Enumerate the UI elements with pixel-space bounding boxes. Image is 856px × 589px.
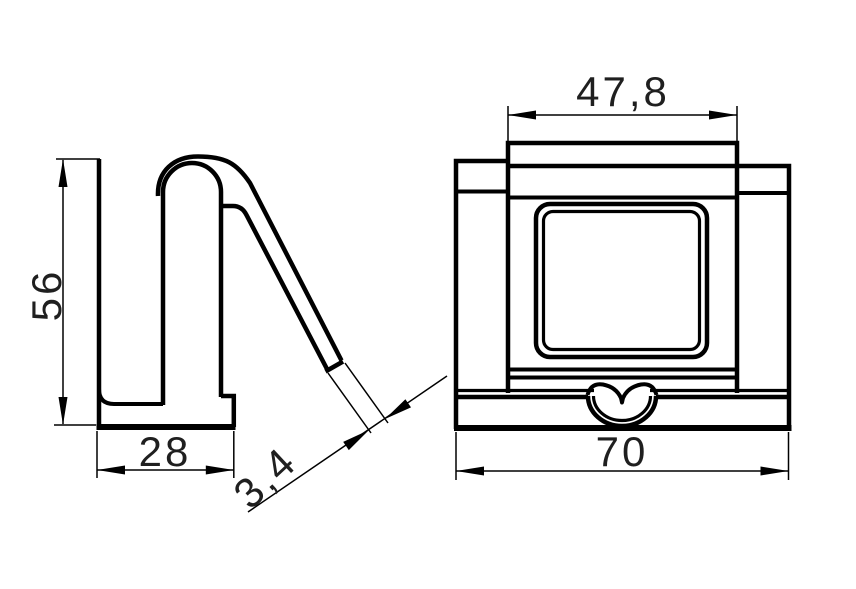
front-view: 47,8 70 <box>453 68 792 480</box>
arrowhead-left <box>508 110 536 120</box>
front-left-rail <box>453 158 508 429</box>
dim-text-arm-thickness: 3,4 <box>224 437 305 517</box>
dim-text-tongue-width: 47,8 <box>576 68 670 115</box>
arrowhead-up <box>58 159 68 187</box>
side-base-right-step <box>221 393 237 427</box>
dimension-arm-thickness: 3,4 <box>224 362 448 518</box>
window-inner <box>541 209 702 352</box>
arrowhead-right <box>205 465 234 475</box>
side-base-fillet <box>97 388 163 406</box>
dim-text-overall-width: 70 <box>596 428 649 475</box>
heart-inner-bowl <box>591 395 653 423</box>
extension-line <box>344 362 389 424</box>
dimension-base-width: 28 <box>96 428 235 478</box>
arrowhead-left <box>97 465 125 475</box>
dim-text-height: 56 <box>23 269 70 322</box>
arrowhead-left <box>456 466 484 476</box>
heart-lobes <box>585 382 659 405</box>
front-tongue-outline <box>505 140 740 393</box>
heart-outer-bowl <box>585 395 659 429</box>
dimension-height: 56 <box>23 158 100 426</box>
side-stem <box>160 160 224 405</box>
arrowhead-right <box>760 466 789 476</box>
window-outer <box>533 201 710 360</box>
heart-notch <box>585 382 659 429</box>
arrowhead-right <box>709 110 737 120</box>
arrowhead-down <box>58 397 68 425</box>
arrowhead-upper <box>385 399 411 419</box>
arrowhead-lower <box>343 430 369 451</box>
extension-line <box>327 372 372 434</box>
dimension-tongue-width: 47,8 <box>507 68 738 142</box>
side-hook-outer-edge <box>155 154 344 362</box>
side-arm-inner-edge <box>221 203 329 371</box>
dimension-overall-width: 70 <box>455 428 790 480</box>
side-view: 56 28 3,4 <box>23 154 448 518</box>
front-right-rail <box>737 163 792 429</box>
side-arm-end-cap <box>324 359 345 374</box>
dim-text-base-width: 28 <box>139 428 192 475</box>
